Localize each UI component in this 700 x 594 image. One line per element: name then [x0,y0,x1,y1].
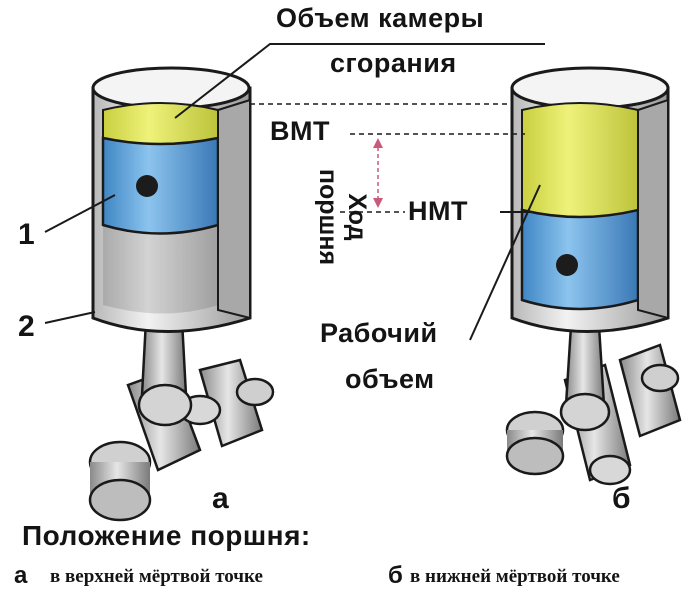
part-1-leader [44,194,116,233]
chamber-label-line2: сгорания [330,48,457,78]
piston-pin-b [556,254,578,276]
working-label-line1: Рабочий [320,318,438,348]
caption-b-text: в нижней мёртвой точке [410,566,620,587]
caption-b-letter: б [388,562,404,589]
bdc-label: НМТ [408,196,468,226]
stroke-label-line2: поршня [314,168,342,266]
leader-lines [44,43,545,341]
caption-title: Положение поршня: [22,520,311,551]
caption-a-text: в верхней мёртвой точке [50,566,263,587]
engine-a [88,66,275,522]
crankshaft-b [505,343,682,486]
stroke-label-line1: Ход [343,193,371,241]
piston-a [101,136,220,235]
figure-b-label: б [612,482,632,515]
stroke-label: Ход поршня [313,157,371,277]
chamber-label-line1: Объем камеры [276,3,485,33]
stroke-arrow [373,138,383,208]
engine-b [505,66,682,486]
working-leader [469,184,541,341]
piston-pin-a [136,175,158,197]
chamber-leader [174,43,545,119]
part-2-leader [44,311,96,324]
caption-a-letter: а [14,562,28,589]
part-1-label: 1 [18,218,36,251]
combustion-chamber-a [102,102,219,145]
figure-a-label: а [212,482,230,515]
working-label-line2: объем [345,364,435,394]
tdc-label: ВМТ [270,116,330,146]
working-volume-b [521,102,639,218]
piston-b [520,208,640,311]
part-2-label: 2 [18,310,36,343]
